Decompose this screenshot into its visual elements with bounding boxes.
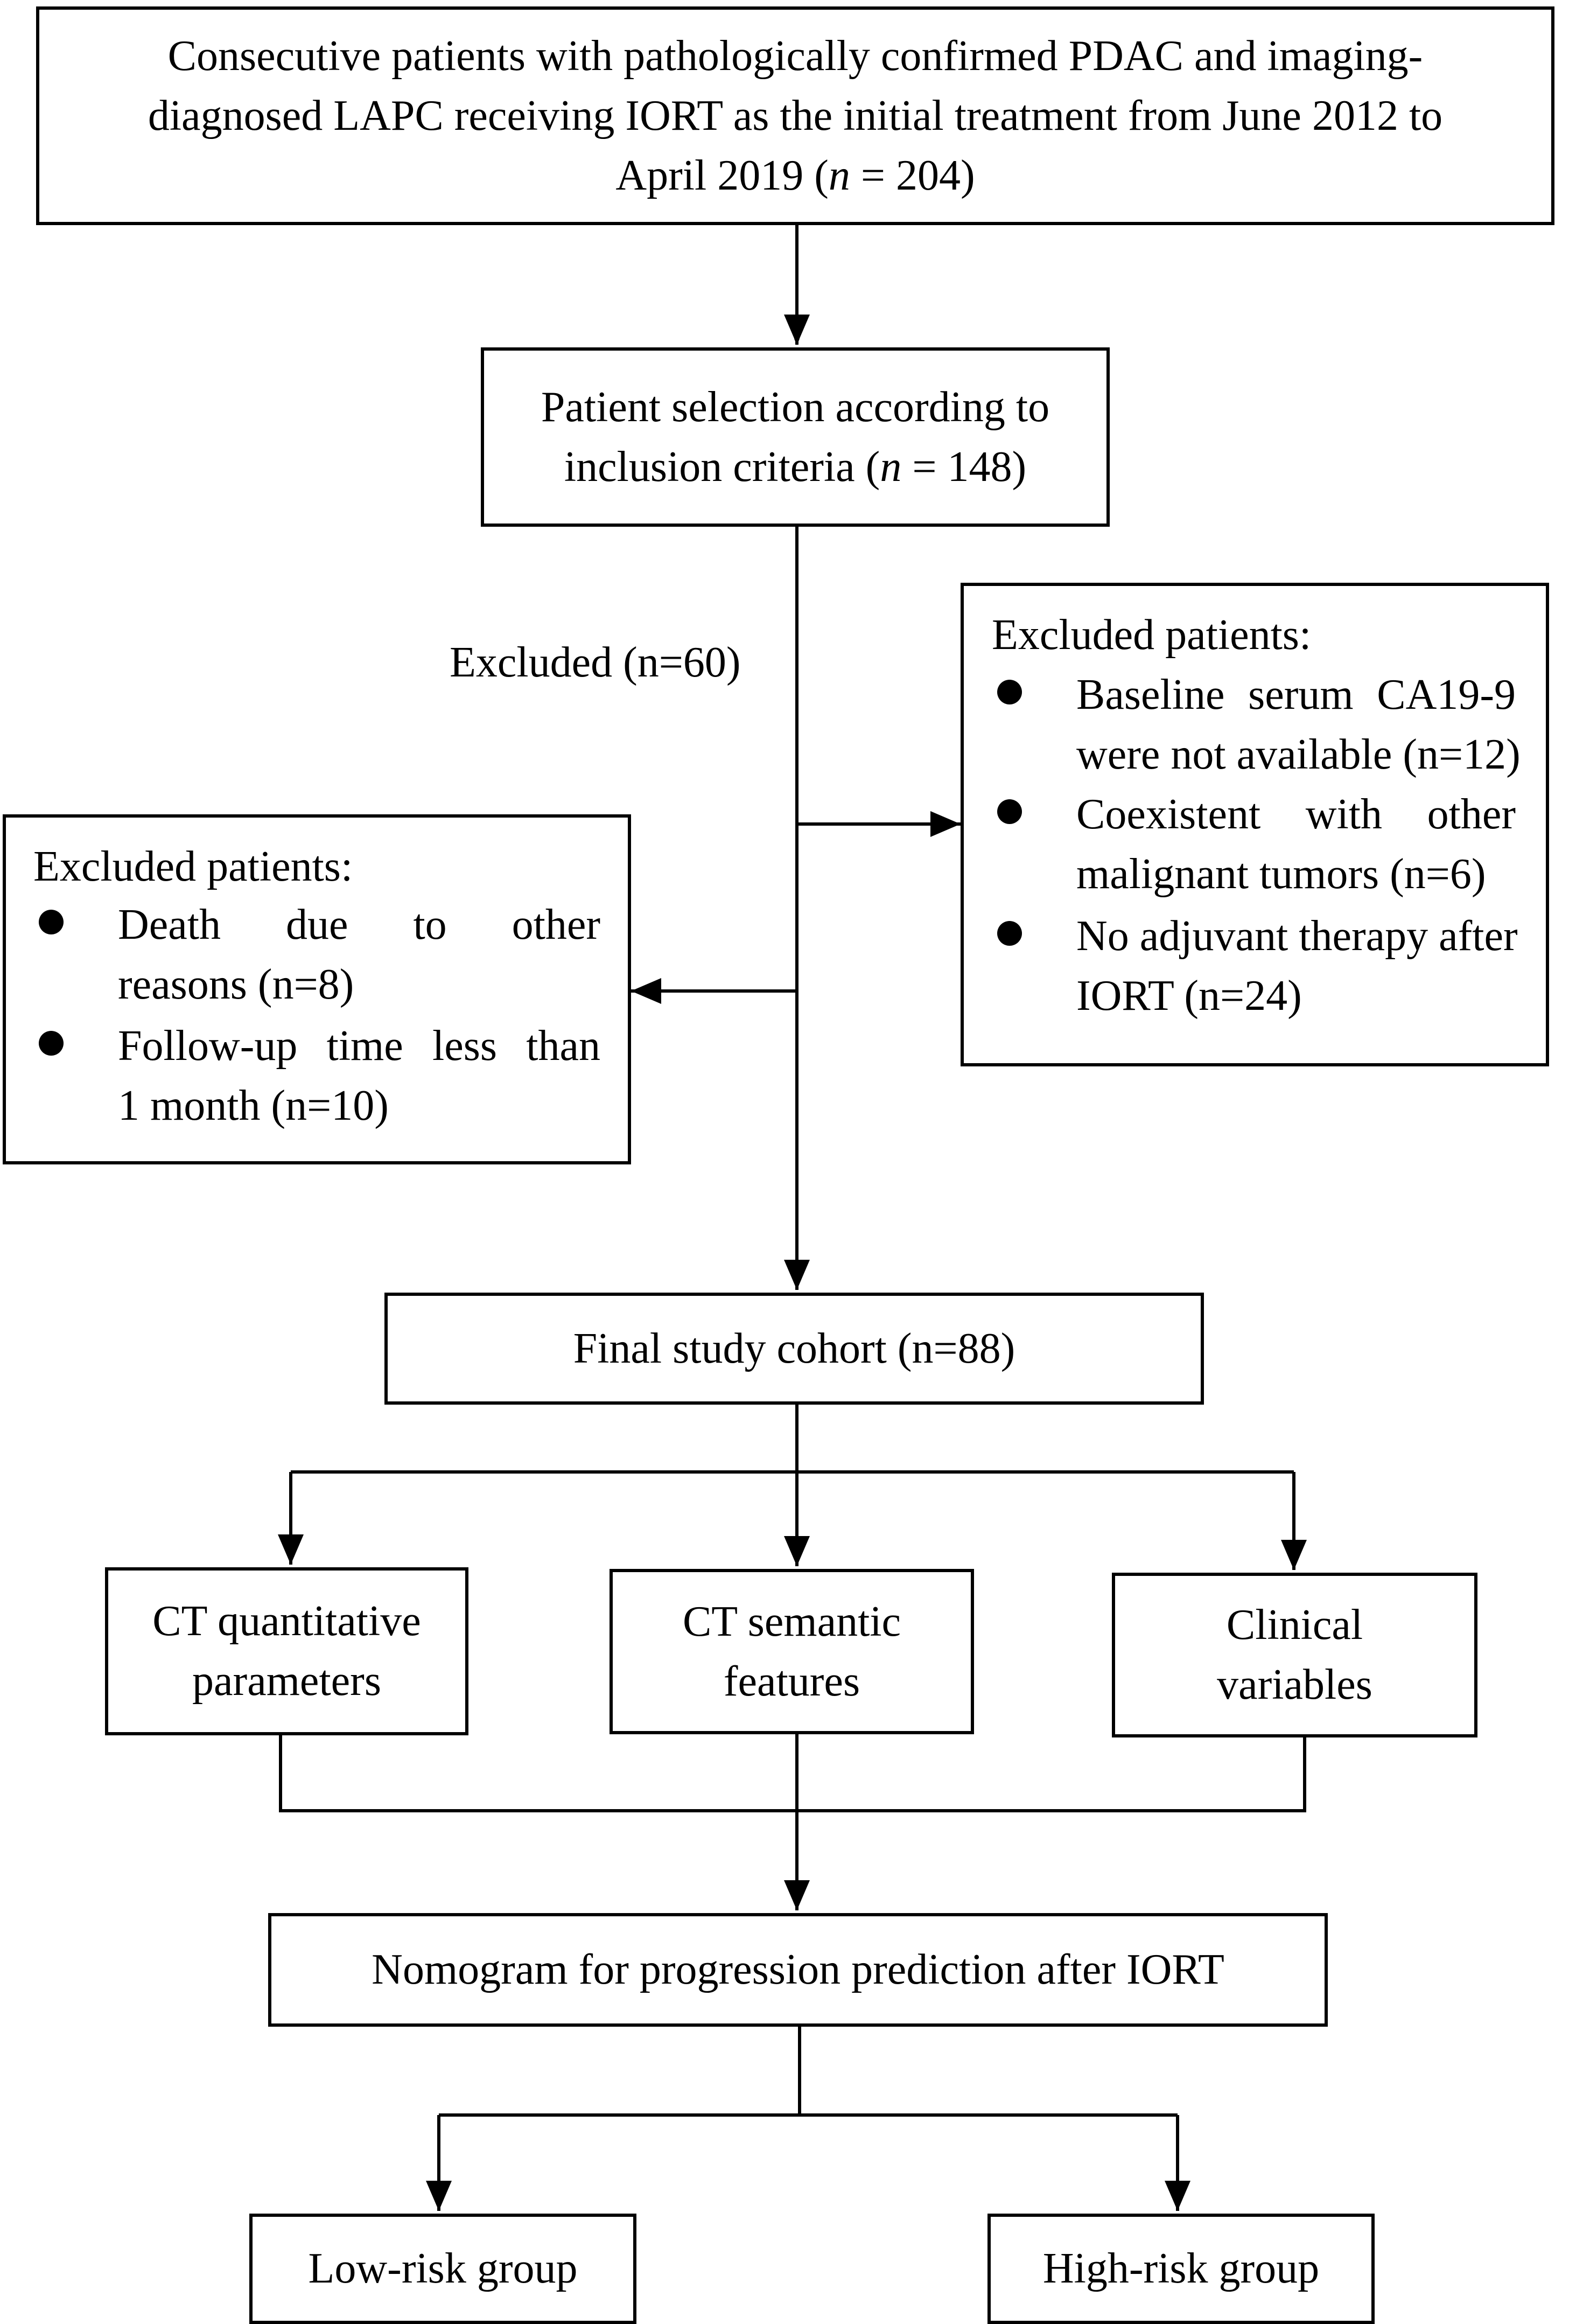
connector-nomogram-split — [439, 2027, 1178, 2117]
right-exclusion-item-1: Baseline serum CA19-9 were not available… — [1076, 671, 1521, 778]
arrowhead-nomogram — [784, 1880, 810, 1910]
initial-cohort-line-2: diagnosed LAPC receiving IORT as the ini… — [148, 92, 1443, 139]
bullet-icon — [997, 921, 1022, 946]
right-exclusion-item-3: No adjuvant therapy after IORT (n=24) — [1076, 912, 1518, 1020]
patient-selection-line-2: inclusion criteria (n = 148) — [564, 443, 1027, 491]
final-cohort-text: Final study cohort (n=88) — [573, 1324, 1015, 1372]
clinical-variables-line-2: variables — [1217, 1661, 1372, 1708]
box-final-cohort — [384, 1293, 1204, 1405]
ct-semantic-line-1: CT semantic — [682, 1597, 901, 1645]
nomogram-text: Nomogram for progression prediction afte… — [372, 1946, 1224, 1993]
bullet-icon — [39, 910, 64, 934]
bullet-icon — [39, 1031, 64, 1056]
box-low-risk — [249, 2214, 636, 2324]
bullet-icon — [997, 799, 1022, 824]
ct-semantic-text: CT semantic features — [610, 1569, 974, 1734]
box-ct-quantitative — [105, 1567, 468, 1735]
bullet-icon — [997, 680, 1022, 704]
arrowhead-right-exclusions — [930, 811, 961, 837]
high-risk-text: High-risk group — [1042, 2245, 1320, 2292]
ct-quantitative-line-1: CT quantitative — [152, 1597, 421, 1645]
box-clinical-variables — [1112, 1573, 1477, 1737]
excluded-count-label: Excluded (n=60) — [450, 639, 741, 686]
left-exclusion-item-2: Follow-up time less than 1 month (n=10) — [118, 1022, 600, 1129]
left-exclusions-text: Excluded patients: Death due to other re… — [3, 814, 631, 1164]
ct-semantic-line-2: features — [723, 1657, 860, 1705]
clinical-variables-text: Clinical variables — [1112, 1573, 1477, 1737]
box-left-exclusions — [3, 814, 631, 1164]
right-exclusions-heading: Excluded patients: — [992, 611, 1312, 659]
box-high-risk — [987, 2214, 1375, 2324]
initial-cohort-text: Consecutive patients with pathologically… — [36, 6, 1554, 225]
arrowhead-high-risk — [1165, 2181, 1190, 2211]
box-patient-selection — [481, 347, 1110, 527]
patient-selection-text: Patient selection according to inclusion… — [481, 347, 1110, 527]
patient-selection-line-1: Patient selection according to — [541, 383, 1050, 431]
box-initial-cohort — [36, 6, 1554, 225]
arrowhead-left-exclusions — [631, 978, 661, 1004]
arrowhead-ct-quantitative — [278, 1534, 304, 1565]
right-exclusion-item-2: Coexistent with other malignant tumors (… — [1076, 791, 1516, 898]
ct-quantitative-line-2: parameters — [192, 1657, 381, 1705]
clinical-variables-line-1: Clinical — [1226, 1601, 1363, 1649]
initial-cohort-line-3: April 2019 (n = 204) — [615, 151, 975, 199]
initial-cohort-line-1: Consecutive patients with pathologically… — [167, 32, 1423, 80]
arrowhead-final — [784, 1260, 810, 1290]
box-nomogram — [268, 1913, 1328, 2027]
low-risk-text: Low-risk group — [308, 2245, 578, 2292]
arrowhead-selection — [784, 315, 810, 345]
box-ct-semantic — [610, 1569, 974, 1734]
connector-merge — [279, 1734, 1306, 1812]
left-exclusions-heading: Excluded patients: — [33, 843, 353, 890]
arrowhead-ct-semantic — [784, 1536, 810, 1566]
right-exclusions-text: Excluded patients: Baseline serum CA19-9… — [961, 583, 1549, 1066]
left-exclusion-item-1: Death due to other reasons (n=8) — [118, 901, 600, 1008]
connector-final-split — [291, 1405, 1294, 1474]
ct-quantitative-text: CT quantitative parameters — [105, 1567, 468, 1735]
arrowhead-clinical — [1281, 1540, 1307, 1570]
box-right-exclusions — [961, 583, 1549, 1066]
arrowhead-low-risk — [426, 2181, 452, 2211]
